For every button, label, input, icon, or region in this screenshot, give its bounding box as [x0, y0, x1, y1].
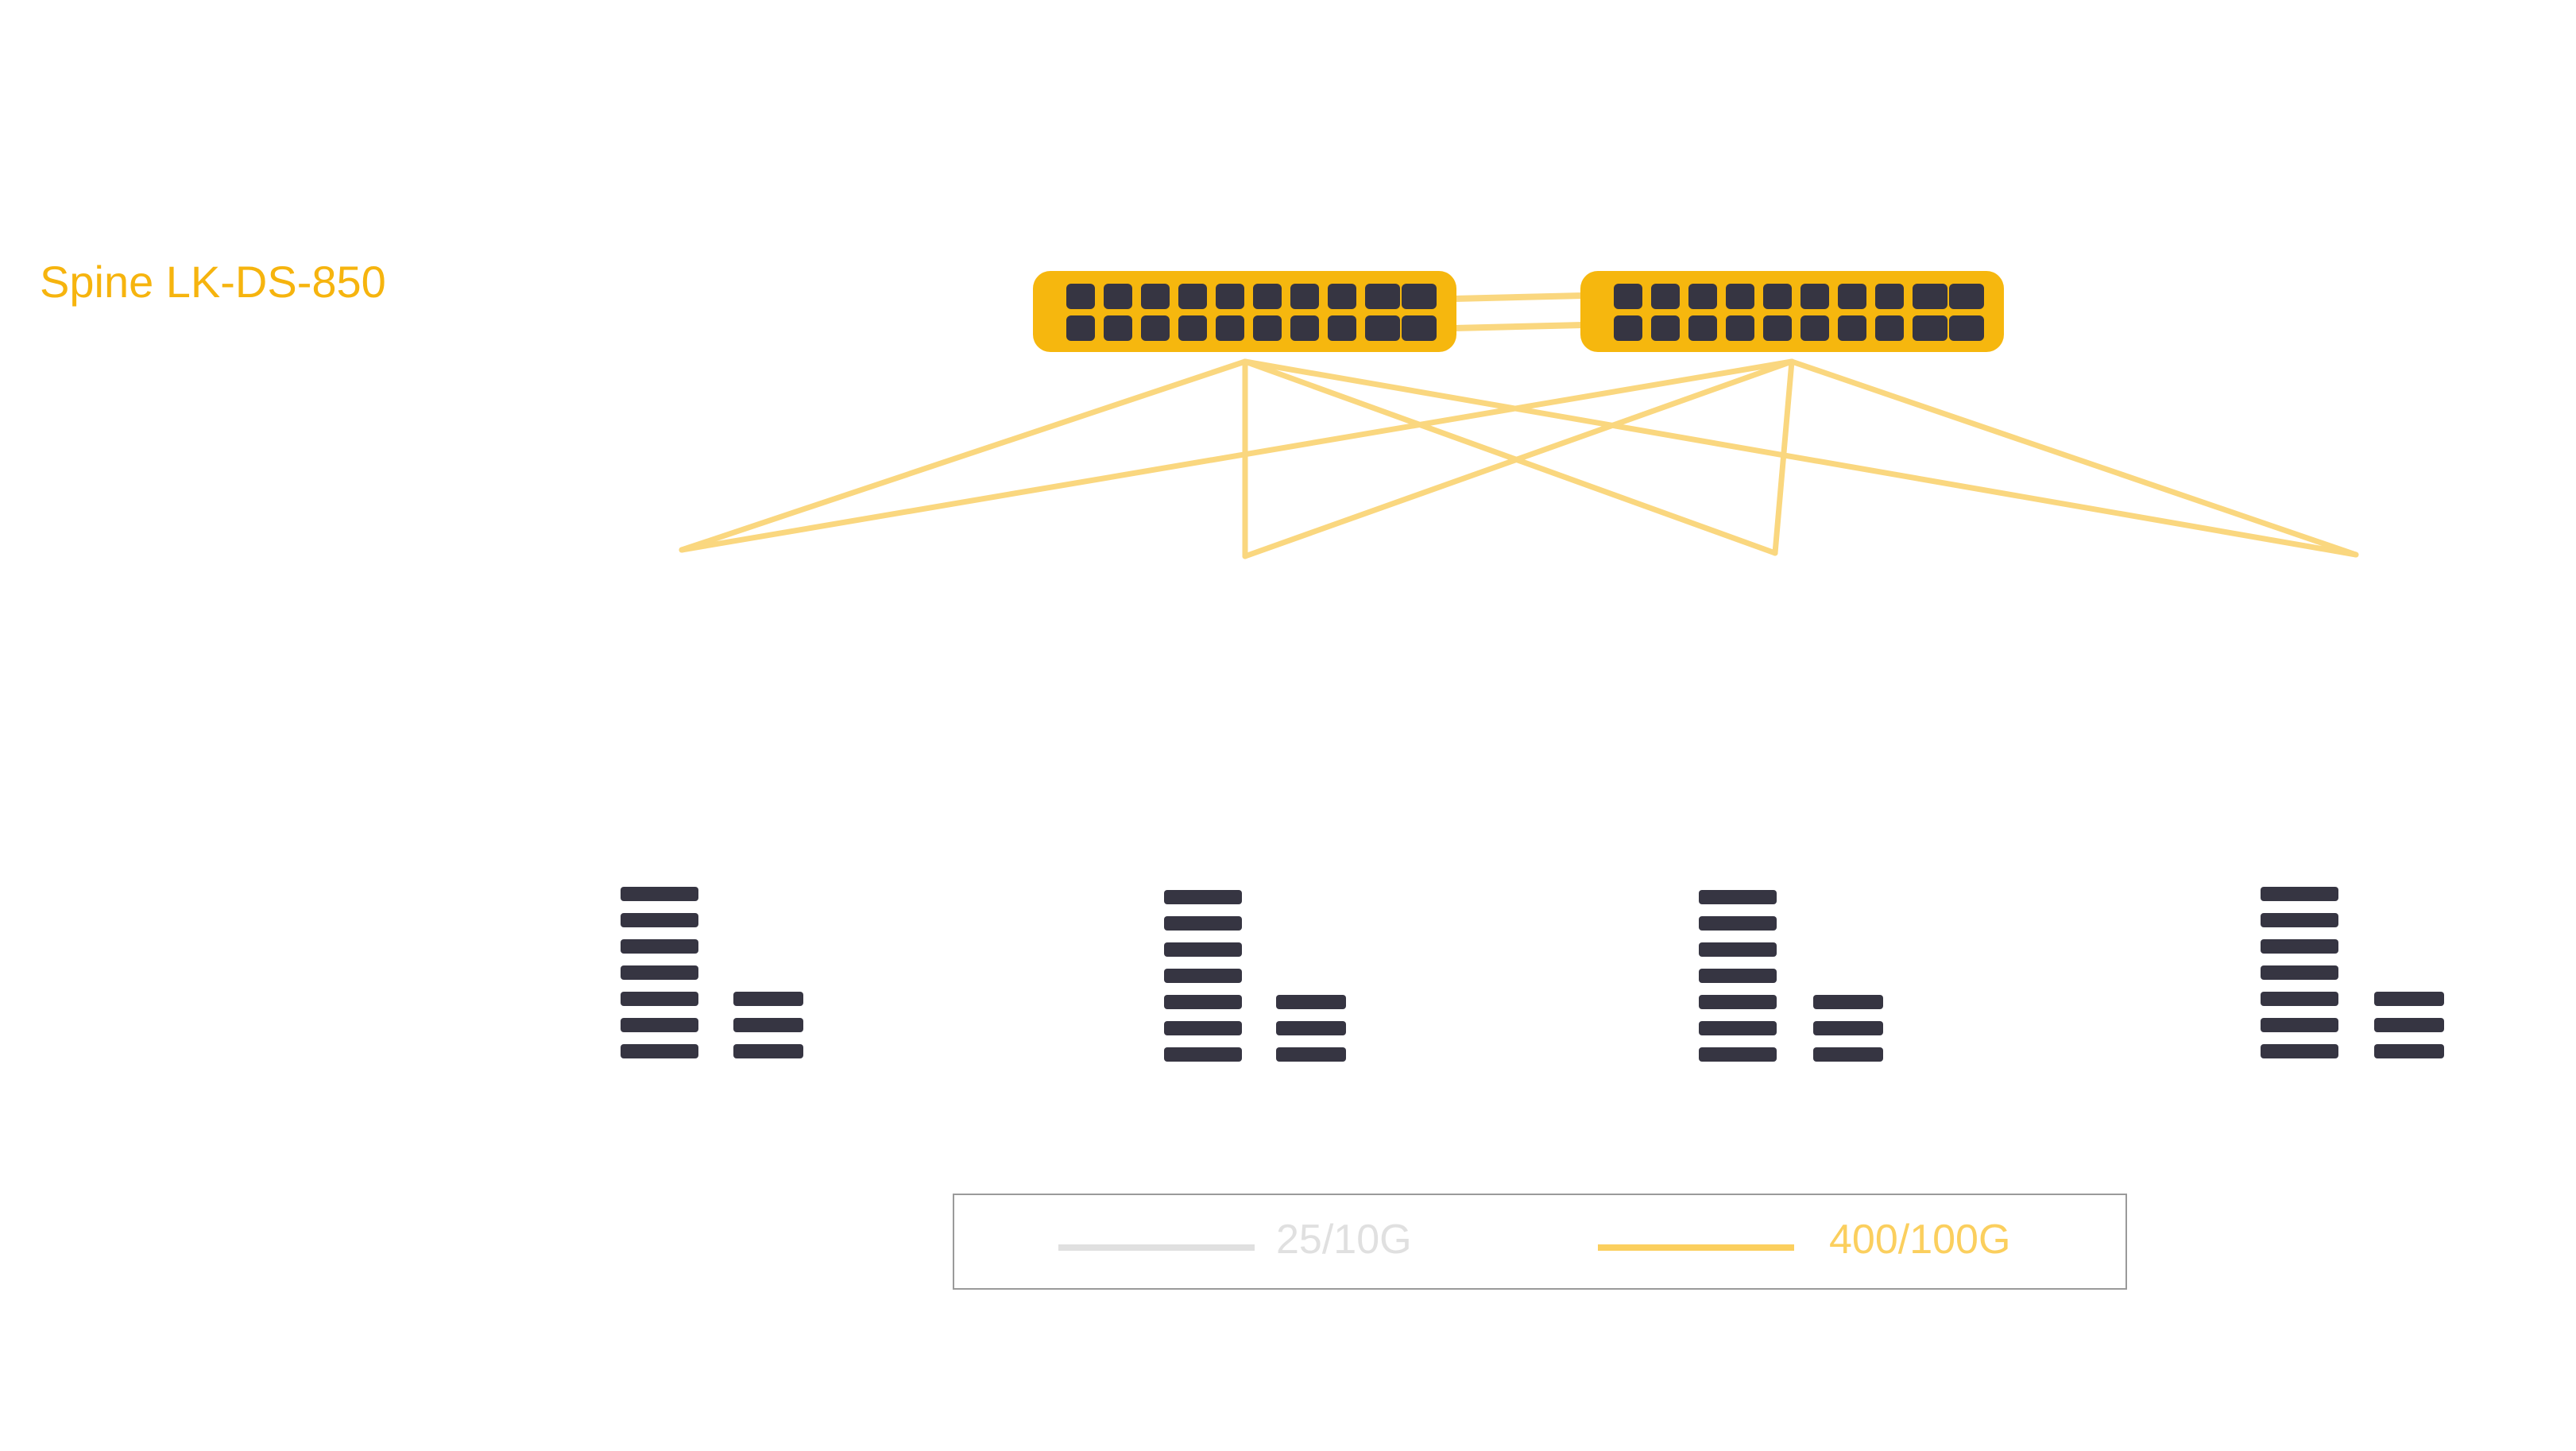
- leaf-2-server: [1164, 995, 1242, 1009]
- leaf-1-server: [621, 939, 698, 954]
- leaf-2-server: [1164, 890, 1242, 904]
- leaf-1-switch: [733, 1044, 803, 1058]
- switch-port: [1949, 315, 1984, 341]
- switch-port: [1365, 284, 1400, 309]
- switch-port: [1651, 284, 1680, 309]
- switch-port: [1402, 315, 1437, 341]
- switch-port: [1178, 284, 1207, 309]
- leaf-2-server: [1164, 1047, 1242, 1062]
- leaf-3-server: [1699, 1047, 1777, 1062]
- leaf-4-switch: [2374, 1044, 2444, 1058]
- leaf-2-server: [1164, 942, 1242, 957]
- uplink-spine2-leaf1: [679, 358, 1795, 553]
- uplink-spine2-leaf3: [1772, 358, 1795, 556]
- legend-line-400-100g: [1598, 1244, 1794, 1251]
- switch-port: [1913, 315, 1947, 341]
- switch-port: [1216, 315, 1244, 341]
- switch-port: [1253, 284, 1282, 309]
- leaf-2-switch: [1276, 995, 1346, 1009]
- leaf-1-switch: [733, 992, 803, 1006]
- switch-port: [1066, 284, 1095, 309]
- switch-port: [1328, 315, 1356, 341]
- switch-port: [1651, 315, 1680, 341]
- switch-port: [1726, 315, 1754, 341]
- leaf-4-server: [2261, 887, 2338, 901]
- switch-port: [1066, 315, 1095, 341]
- leaf-4-server: [2261, 965, 2338, 980]
- leaf-3-server: [1699, 1021, 1777, 1035]
- leaf-2-switch: [1276, 1021, 1346, 1035]
- legend-label-400-100g: 400/100G: [1829, 1217, 2011, 1263]
- leaf-4-server: [2261, 1044, 2338, 1058]
- leaf-4-switch: [2374, 1018, 2444, 1032]
- switch-port: [1800, 284, 1829, 309]
- switch-port: [1402, 284, 1437, 309]
- switch-port: [1800, 315, 1829, 341]
- leaf-4-server: [2261, 1018, 2338, 1032]
- switch-port: [1688, 284, 1717, 309]
- switch-port: [1688, 315, 1717, 341]
- switch-port: [1104, 315, 1132, 341]
- switch-port: [1875, 284, 1904, 309]
- leaf-3-switch: [1813, 1047, 1883, 1062]
- leaf-3-server: [1699, 969, 1777, 983]
- uplink-spine1-leaf1: [679, 358, 1248, 553]
- leaf-4-switch: [2374, 992, 2444, 1006]
- leaf-1-server: [621, 1044, 698, 1058]
- leaf-2-server: [1164, 1021, 1242, 1035]
- switch-port: [1178, 315, 1207, 341]
- switch-port: [1253, 315, 1282, 341]
- switch-port: [1290, 284, 1319, 309]
- switch-port: [1614, 315, 1642, 341]
- leaf-3-server: [1699, 942, 1777, 957]
- leaf-3-switch: [1813, 995, 1883, 1009]
- spine-title: Spine LK-DS-850: [40, 257, 386, 307]
- leaf-4-server: [2261, 939, 2338, 954]
- legend-line-25-10g: [1058, 1244, 1255, 1251]
- leaf-2-server: [1164, 916, 1242, 931]
- leaf-4-server: [2261, 992, 2338, 1006]
- switch-port: [1328, 284, 1356, 309]
- legend: 25/10G 400/100G: [953, 1194, 2127, 1290]
- spine-interlink: [1453, 292, 1584, 302]
- legend-label-25-10g: 25/10G: [1276, 1217, 1412, 1263]
- spine-interlink: [1453, 322, 1584, 331]
- leaf-4-server: [2261, 913, 2338, 927]
- leaf-1-switch: [733, 1018, 803, 1032]
- switch-port: [1290, 315, 1319, 341]
- leaf-2-server: [1164, 969, 1242, 983]
- uplink-spine2-leaf4: [1789, 358, 2359, 558]
- switch-port: [1141, 284, 1170, 309]
- leaf-1-server: [621, 887, 698, 901]
- uplink-spine1-leaf3: [1242, 358, 1778, 556]
- switch-port: [1365, 315, 1400, 341]
- leaf-1-server: [621, 1018, 698, 1032]
- switch-port: [1141, 315, 1170, 341]
- leaf-2-switch: [1276, 1047, 1346, 1062]
- switch-port: [1763, 284, 1792, 309]
- leaf-3-server: [1699, 995, 1777, 1009]
- switch-port: [1838, 284, 1866, 309]
- switch-port: [1949, 284, 1984, 309]
- switch-port: [1875, 315, 1904, 341]
- switch-port: [1726, 284, 1754, 309]
- switch-port: [1838, 315, 1866, 341]
- switch-port: [1614, 284, 1642, 309]
- leaf-3-server: [1699, 890, 1777, 904]
- switch-port: [1216, 284, 1244, 309]
- leaf-3-switch: [1813, 1021, 1883, 1035]
- uplink-spine2-leaf2: [1242, 358, 1795, 559]
- leaf-1-server: [621, 913, 698, 927]
- uplink-spine1-leaf4: [1242, 358, 2359, 558]
- leaf-1-server: [621, 965, 698, 980]
- switch-port: [1104, 284, 1132, 309]
- switch-port: [1763, 315, 1792, 341]
- switch-port: [1913, 284, 1947, 309]
- leaf-1-server: [621, 992, 698, 1006]
- leaf-3-server: [1699, 916, 1777, 931]
